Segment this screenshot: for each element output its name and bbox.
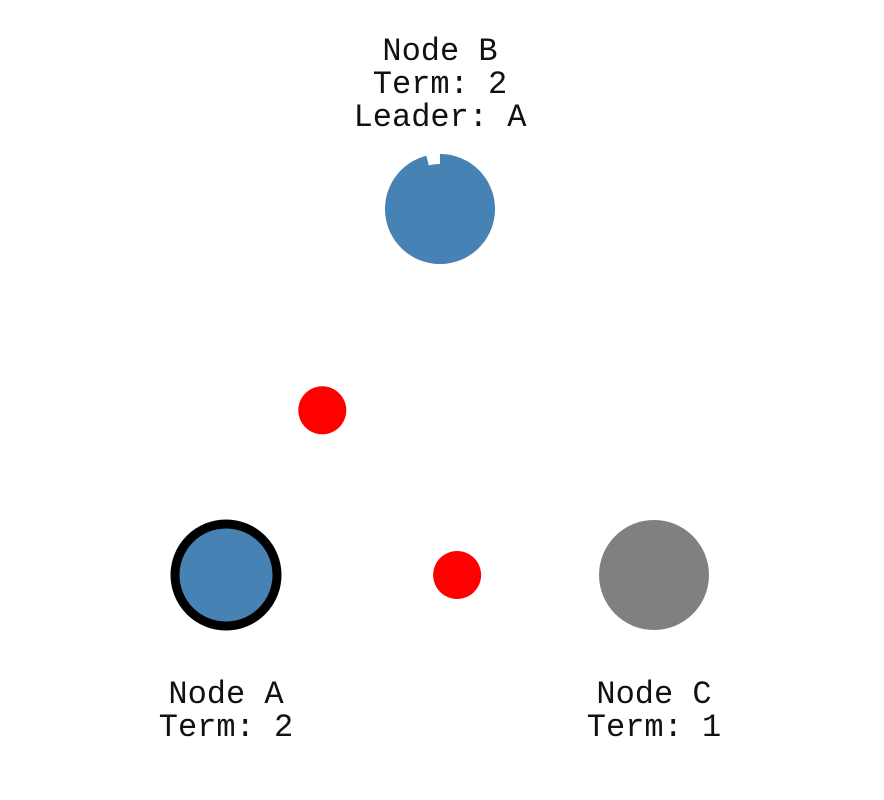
- message-a-to-c: [433, 551, 482, 599]
- node-a-term: Term: 2: [158, 709, 294, 746]
- node-b-timeout-arc: [384, 154, 495, 264]
- node-a-circle: [170, 519, 282, 631]
- node-b-leader: Leader: A: [353, 99, 527, 136]
- node-c-circle: [599, 520, 709, 630]
- node-a-label: Node A Term: 2: [159, 678, 293, 744]
- message-a-to-b: [298, 386, 347, 435]
- node-b-label: Node B Term: 2 Leader: A: [354, 35, 527, 134]
- node-a-name: Node A: [168, 676, 284, 713]
- node-c-name: Node C: [596, 676, 712, 713]
- node-c-label: Node C Term: 1: [587, 678, 721, 744]
- node-b-term: Term: 2: [372, 66, 508, 103]
- node-c-term: Term: 1: [586, 709, 722, 746]
- node-b-name: Node B: [382, 33, 498, 70]
